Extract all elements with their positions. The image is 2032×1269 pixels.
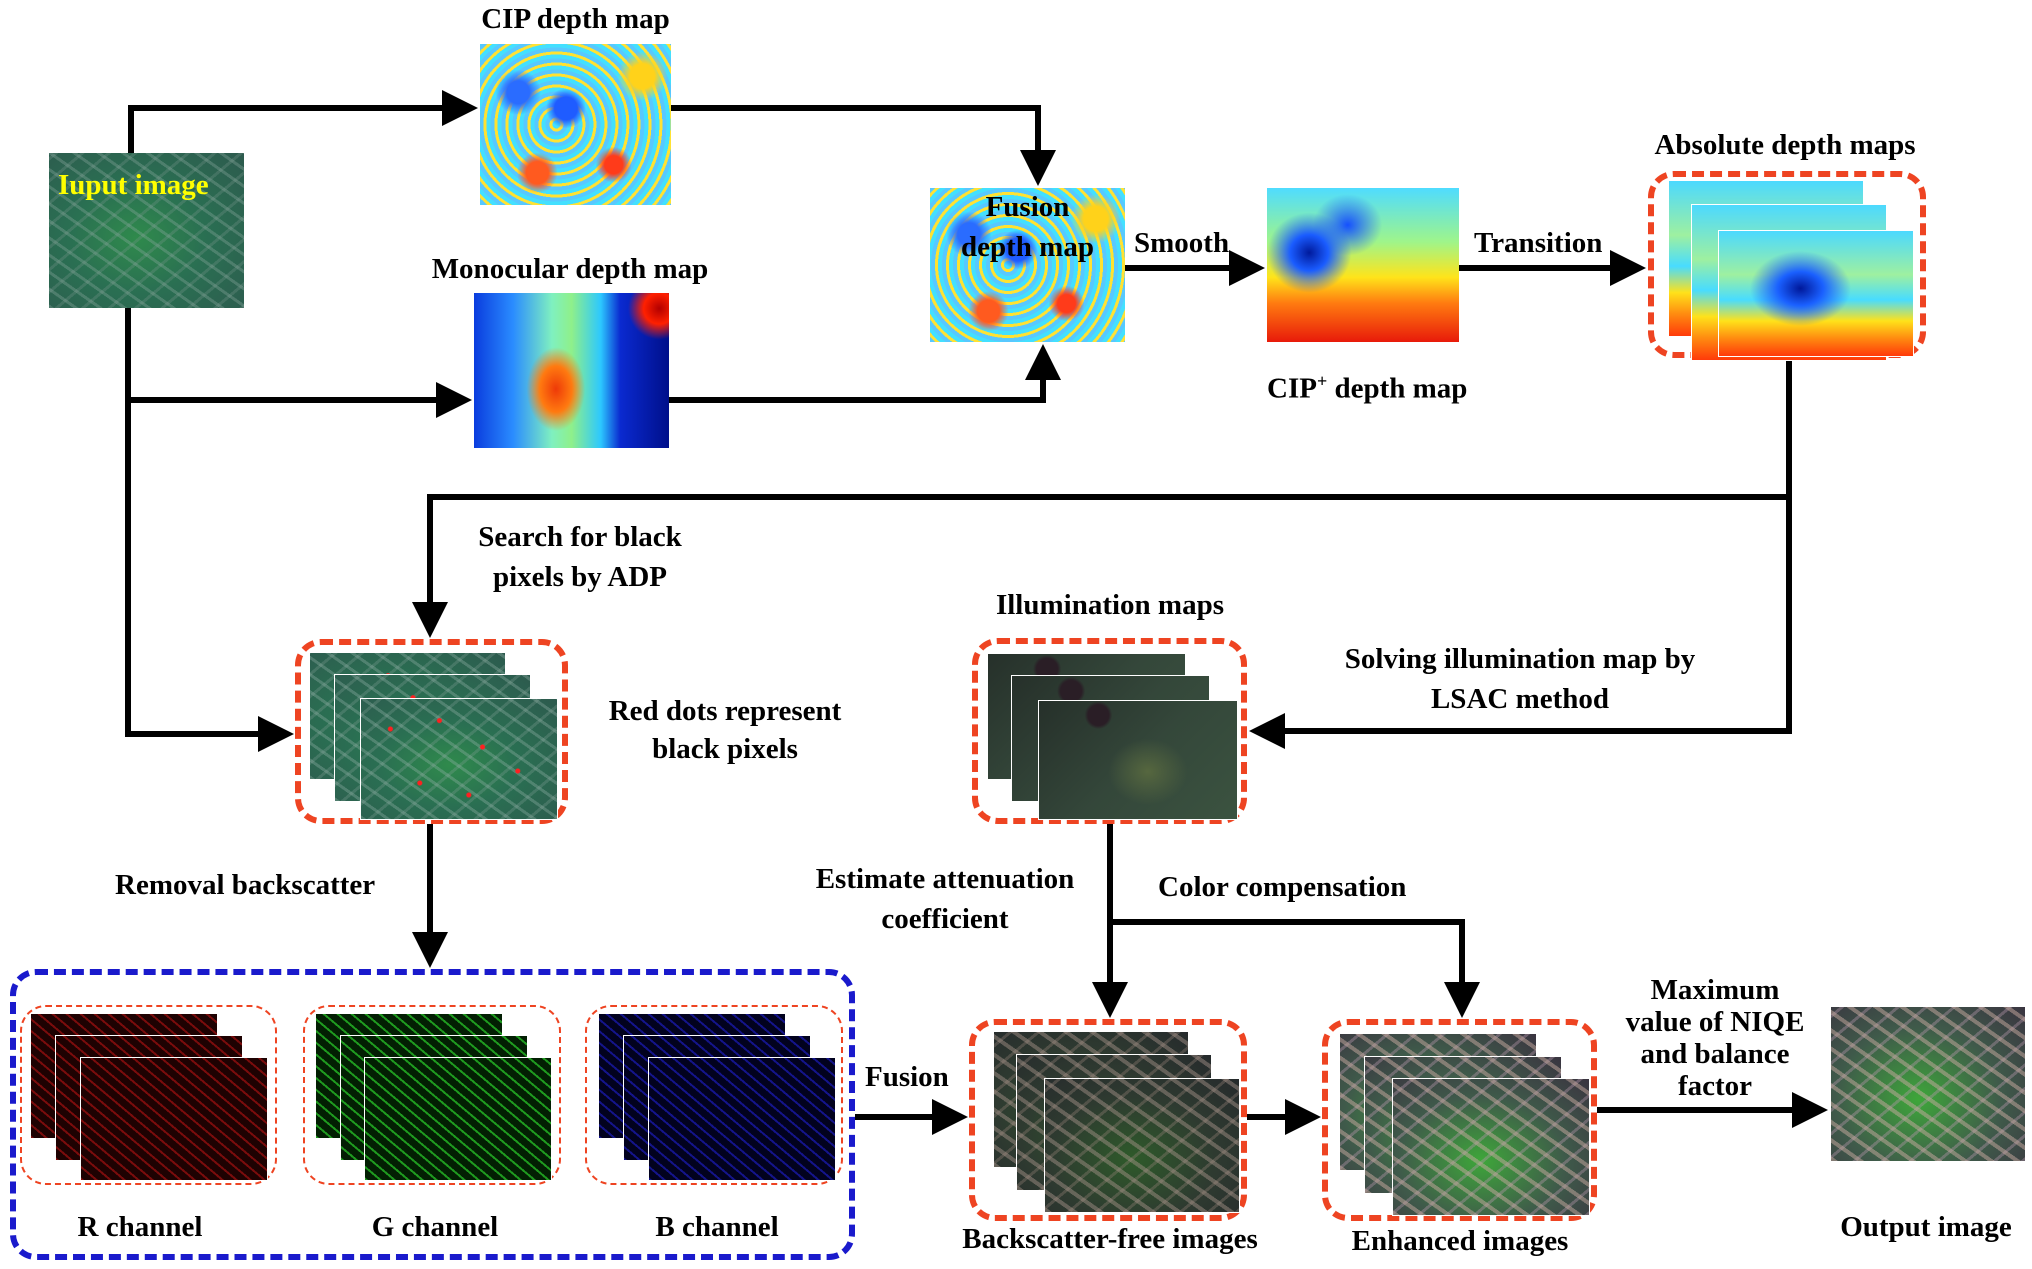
solving-illumination-label-1: Solving illumination map by <box>1344 643 1696 675</box>
absolute-depth-map-3 <box>1718 230 1914 357</box>
search-black-pixels-label-1: Search for black <box>478 521 682 553</box>
illumination-map-3 <box>1038 700 1238 820</box>
b-channel-label: B channel <box>655 1211 779 1243</box>
r-channel-image-3 <box>80 1057 268 1181</box>
cip-plus-sup: + <box>1316 371 1328 391</box>
enhanced-images-label: Enhanced images <box>1351 1225 1569 1257</box>
arrow-monocular-to-fusion <box>669 344 1061 403</box>
fusion-depth-map-label-1: Fusion <box>985 191 1070 223</box>
r-channel-label: R channel <box>77 1211 203 1243</box>
r-channel-group <box>20 1005 277 1185</box>
removal-backscatter-label: Removal backscatter <box>115 869 376 901</box>
backscatter-free-label: Backscatter-free images <box>962 1223 1258 1255</box>
g-channel-label: G channel <box>371 1211 499 1243</box>
input-image <box>49 153 244 308</box>
cip-plus-prefix: CIP <box>1267 372 1317 405</box>
cip-plus-depth-map-label: CIP+ depth map <box>1267 364 1467 406</box>
cip-depth-map-label: CIP depth map <box>481 3 670 35</box>
arrow-cip-to-fusion <box>671 105 1056 186</box>
niqe-label-2: value of NIQE <box>1625 1006 1805 1038</box>
red-dots-note-2: black pixels <box>652 733 798 765</box>
arrow-input-to-blackpixels <box>125 400 294 752</box>
enhanced-images-group <box>1322 1019 1597 1221</box>
black-pixel-image-3 <box>360 698 558 820</box>
illumination-maps-label: Illumination maps <box>995 589 1225 621</box>
arrow-input-to-cip <box>128 90 478 153</box>
monocular-depth-map-label: Monocular depth map <box>431 253 709 285</box>
input-image-label: Iuput image <box>58 169 209 201</box>
backscatter-free-image-3 <box>1044 1078 1240 1213</box>
arrow-absolute-to-blackpixels <box>412 358 1792 638</box>
output-image <box>1830 1006 2026 1162</box>
smooth-label: Smooth <box>1134 227 1230 259</box>
output-image-label: Output image <box>1840 1211 2012 1243</box>
backscatter-free-group <box>969 1019 1247 1221</box>
cip-plus-depth-map-image <box>1267 188 1459 342</box>
niqe-label-3: and balance <box>1640 1038 1790 1070</box>
cip-depth-map-image <box>480 44 671 205</box>
arrow-color-compensation <box>1110 919 1480 1018</box>
fusion-depth-map-image <box>930 188 1125 342</box>
illumination-maps-group <box>972 638 1247 824</box>
niqe-label-4: factor <box>1677 1070 1753 1102</box>
arrow-absolute-to-illumination <box>1249 497 1792 749</box>
enhanced-image-3 <box>1392 1078 1590 1216</box>
b-channel-group <box>585 1005 843 1185</box>
black-pixels-group <box>295 639 568 824</box>
g-channel-group <box>303 1005 561 1185</box>
monocular-depth-map-image <box>474 293 669 448</box>
b-channel-image-3 <box>648 1057 836 1181</box>
arrow-input-to-monocular <box>125 308 472 418</box>
transition-label: Transition <box>1474 227 1603 259</box>
niqe-label-1: Maximum <box>1650 974 1780 1006</box>
solving-illumination-label-2: LSAC method <box>1430 683 1610 715</box>
estimate-attenuation-label-1: Estimate attenuation <box>815 863 1075 895</box>
fusion-label: Fusion <box>865 1061 949 1093</box>
estimate-attenuation-label-2: coefficient <box>881 903 1009 935</box>
color-compensation-label: Color compensation <box>1158 871 1407 903</box>
red-dots-note-1: Red dots represent <box>608 695 842 727</box>
fusion-depth-map-label-2: depth map <box>961 231 1094 263</box>
g-channel-image-3 <box>364 1057 552 1181</box>
rgb-channels-group <box>10 969 855 1260</box>
cip-plus-suffix: depth map <box>1327 372 1468 405</box>
absolute-depth-maps-label: Absolute depth maps <box>1654 129 1916 161</box>
search-black-pixels-label-2: pixels by ADP <box>492 561 668 593</box>
